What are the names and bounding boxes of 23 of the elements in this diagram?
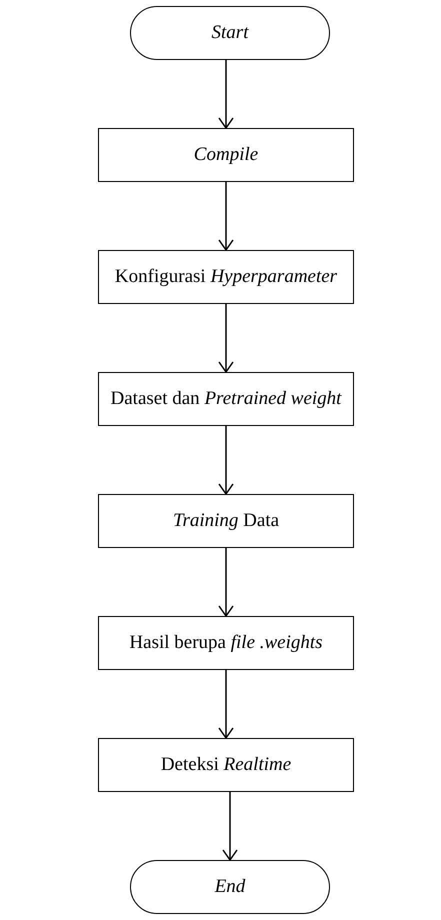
step-label: Konfigurasi Hyperparameter [114, 266, 338, 288]
step-label: Training Data [172, 510, 280, 532]
process-box [98, 250, 354, 304]
step-label: Start [212, 22, 248, 44]
arrow [218, 426, 234, 495]
step-label: End [214, 876, 246, 898]
terminal-box [130, 6, 330, 60]
process-box [98, 372, 354, 426]
process-box [98, 128, 354, 182]
process-box [98, 616, 354, 670]
step-label: Deteksi Realtime [160, 754, 292, 776]
process-box [98, 738, 354, 792]
step-label: Dataset dan Pretrained weight [110, 388, 342, 410]
step-label: Compile [194, 144, 258, 166]
arrow [222, 792, 238, 861]
arrow [218, 304, 234, 373]
step-label: Hasil berupa file .weights [129, 632, 323, 654]
arrow [218, 60, 234, 129]
arrow [218, 182, 234, 251]
arrow [218, 670, 234, 739]
arrow [218, 548, 234, 617]
process-box [98, 494, 354, 548]
terminal-box [130, 860, 330, 914]
